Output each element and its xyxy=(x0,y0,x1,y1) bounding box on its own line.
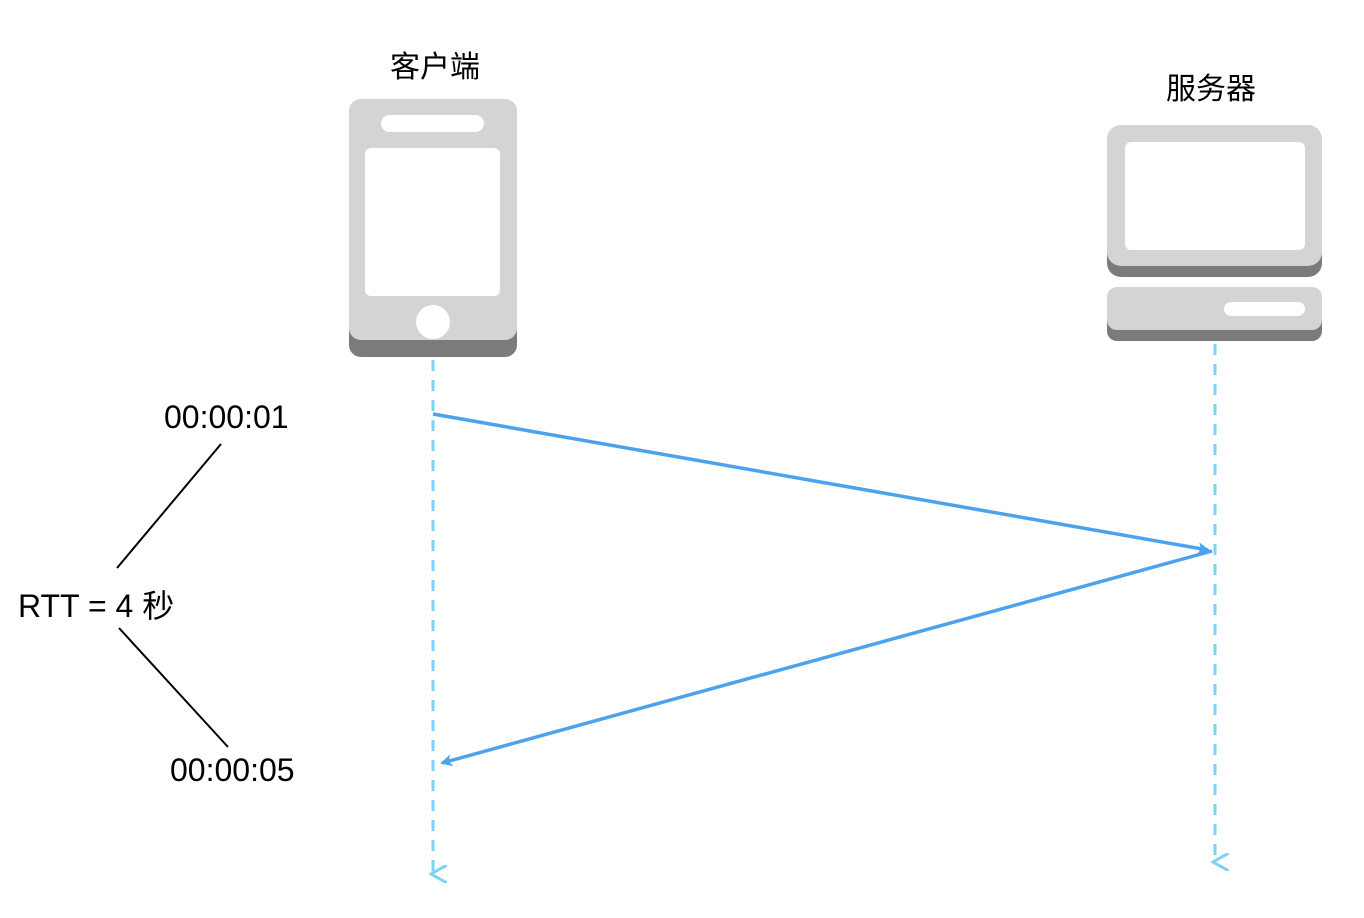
rtt-label: RTT = 4 秒 xyxy=(18,588,175,624)
rtt-bracket-upper xyxy=(116,443,222,569)
request-arrow xyxy=(432,412,1210,555)
server-label: 服务器 xyxy=(1166,72,1256,107)
response-arrow xyxy=(440,549,1213,767)
desktop-computer-icon xyxy=(1107,125,1322,341)
rtt-bracket-lower xyxy=(118,627,229,748)
send-timestamp: 00:00:01 xyxy=(164,399,289,435)
receive-timestamp: 00:00:05 xyxy=(170,752,295,788)
mobile-phone-icon xyxy=(349,99,517,357)
client-label: 客户端 xyxy=(390,50,480,85)
